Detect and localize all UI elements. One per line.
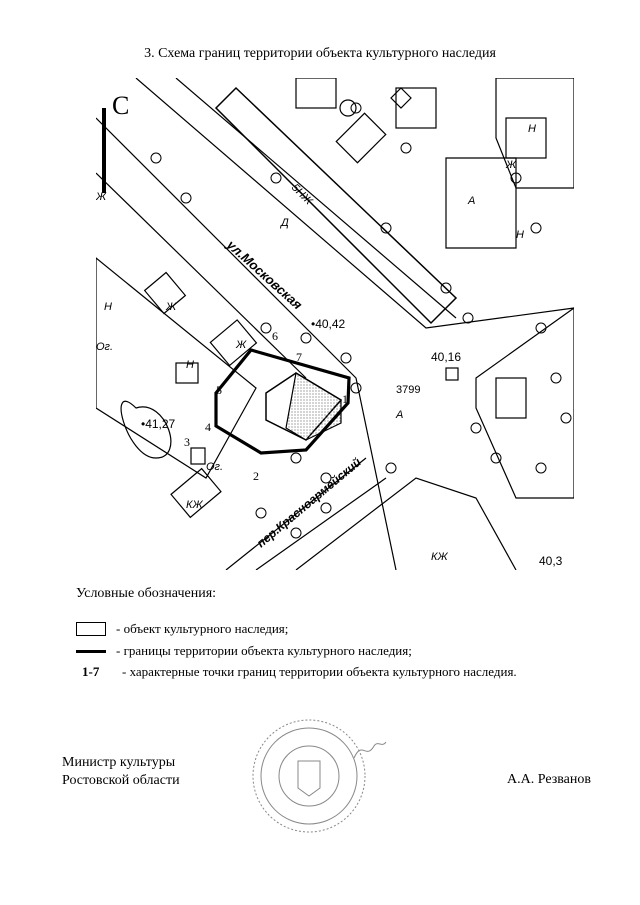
legend-item: - объект культурного наследия;	[76, 621, 288, 637]
territory-boundary	[214, 348, 351, 455]
signature-stroke-icon	[353, 741, 387, 759]
legend-box-symbol	[76, 622, 106, 636]
label-a: А	[395, 409, 403, 421]
label-n: Н	[104, 301, 112, 313]
site-plan-map: С 5НЖ ул.Московская пер.Красноармейский …	[96, 78, 574, 570]
label-3799: 3799	[396, 384, 420, 396]
position-line: Министр культуры	[62, 755, 176, 770]
label-kzh: КЖ	[186, 499, 203, 511]
label-zh: Ж	[96, 191, 107, 203]
page-title: 3. Схема границ территории объекта культ…	[144, 46, 496, 61]
elevation-label: •41,27	[141, 417, 176, 431]
label-n: Н	[186, 359, 194, 371]
label-n: Н	[528, 123, 536, 135]
label-a: А	[467, 195, 475, 207]
signatory-position: Министр культуры Ростовской области	[62, 754, 180, 790]
legend-line-symbol	[76, 649, 106, 653]
north-label: С	[112, 91, 129, 120]
street-edge-line	[96, 117, 397, 570]
boundary-point-label: 1	[342, 392, 348, 406]
label-zh: Ж	[165, 301, 177, 313]
legend-item-text: - характерные точки границ территории об…	[122, 664, 517, 679]
boundary-point-label: 2	[253, 469, 259, 483]
label-og: Ог.	[206, 461, 223, 473]
block-5nzh	[214, 86, 458, 325]
boundary-point-label: 4	[205, 420, 211, 434]
elevation-label: 40,3	[539, 554, 563, 568]
boundary-point-label: 7	[296, 350, 302, 364]
legend-item-text: - объект культурного наследия;	[116, 621, 289, 636]
label-zh: Ж	[505, 159, 517, 171]
legend-item-text: - границы территории объекта культурного…	[116, 643, 412, 658]
legend-heading: Условные обозначения:	[76, 586, 217, 601]
boundary-point-label: 5	[216, 383, 222, 397]
label-og: Ог.	[96, 341, 113, 353]
legend-item: 1-7 - характерные точки границ территори…	[76, 664, 517, 680]
official-seal-icon	[252, 719, 366, 833]
elevation-label: •40,42	[311, 317, 346, 331]
label-d: Д	[279, 217, 289, 229]
boundary-point-label: 6	[272, 329, 278, 343]
position-line: Ростовской области	[62, 773, 180, 788]
legend-item: - границы территории объекта культурного…	[76, 643, 412, 659]
legend-points-symbol: 1-7	[82, 664, 100, 679]
elevation-label: 40,16	[431, 350, 461, 364]
label-n: Н	[516, 229, 524, 241]
street-krasnoarmeysky: пер.Красноармейский	[254, 455, 364, 551]
signatory-name: А.А. Резванов	[507, 772, 591, 787]
street-moskovskaya: ул.Московская	[223, 236, 305, 312]
label-zh: Ж	[235, 339, 247, 351]
label-kzh: КЖ	[431, 551, 448, 563]
boundary-point-label: 3	[184, 435, 190, 449]
